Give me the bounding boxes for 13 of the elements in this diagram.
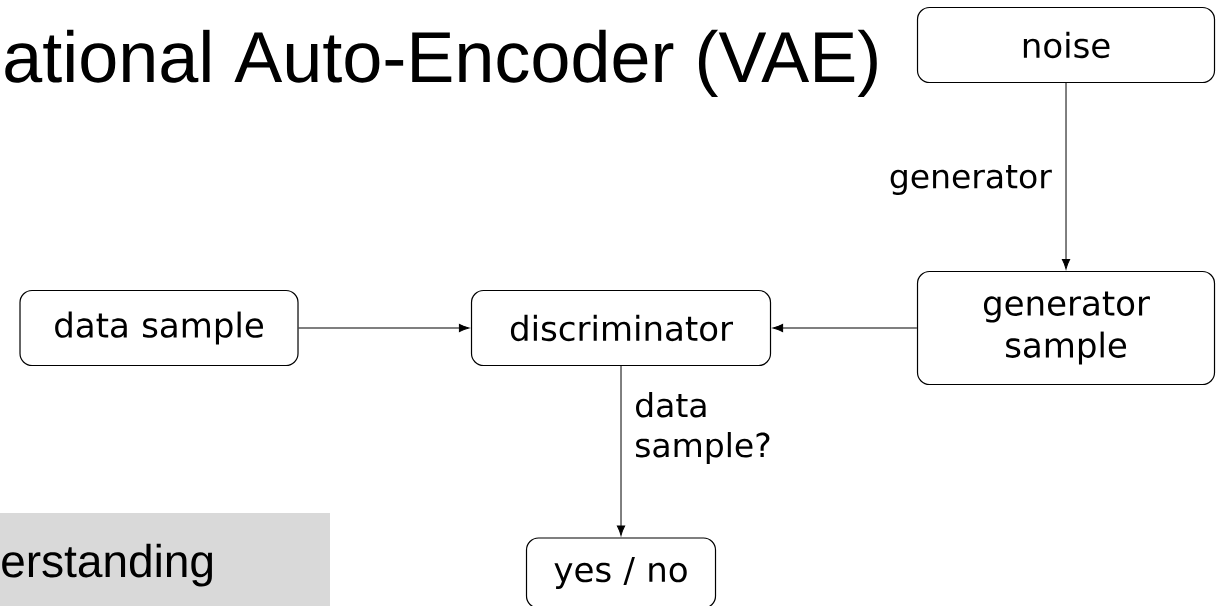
process-box: noise [916, 6, 1216, 84]
edge-label: data sample? [636, 392, 770, 464]
process-box: discriminator [470, 289, 772, 367]
arrow [298, 323, 470, 333]
banner: erstanding [0, 513, 330, 606]
title: ational Auto-Encoder (VAE) [5, 29, 877, 97]
arrow [616, 365, 626, 536]
process-box: data sample [19, 289, 299, 367]
edge-label: generator [890, 165, 1052, 195]
process-box: yes / no [525, 537, 717, 606]
arrow [772, 323, 918, 333]
arrow [1061, 82, 1071, 270]
process-box: generator sample [916, 270, 1216, 386]
